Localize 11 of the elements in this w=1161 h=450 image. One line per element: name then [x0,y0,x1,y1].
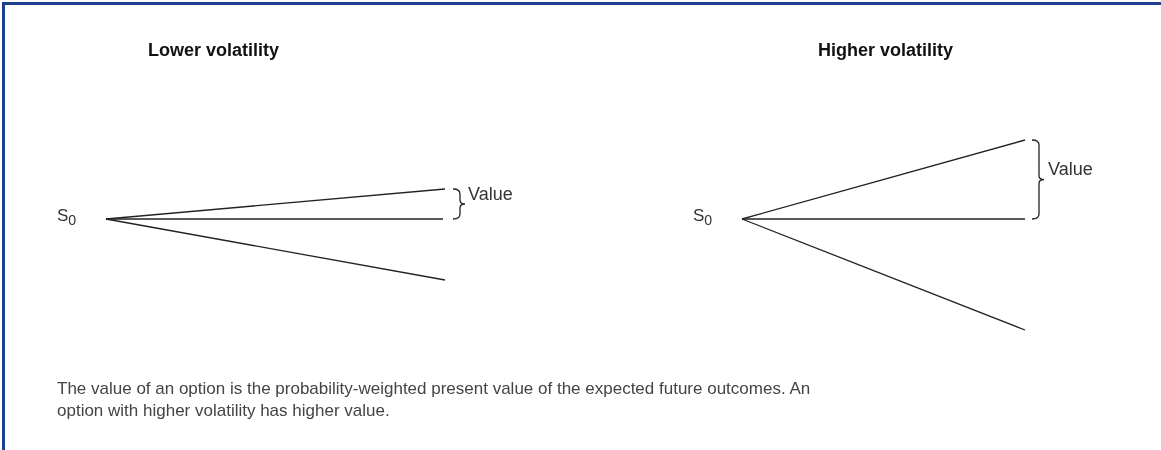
branch-line [741,218,1026,331]
value-label: Value [468,184,513,205]
section-heading: Lower volatility [148,40,280,61]
caption-text: The value of an option is the probability-weighted present value of the expected future outcomes. An option with higher volatility has higher value. [57,378,812,422]
section-heading: Higher volatility [818,40,954,61]
branch-line [105,218,444,220]
branch-line [105,218,446,281]
value-label: Value [1048,159,1093,180]
branch-line [741,218,1026,220]
start-price-label: S$_{0}$ [57,206,77,231]
start-price-label: S$_{0}$ [693,206,713,231]
